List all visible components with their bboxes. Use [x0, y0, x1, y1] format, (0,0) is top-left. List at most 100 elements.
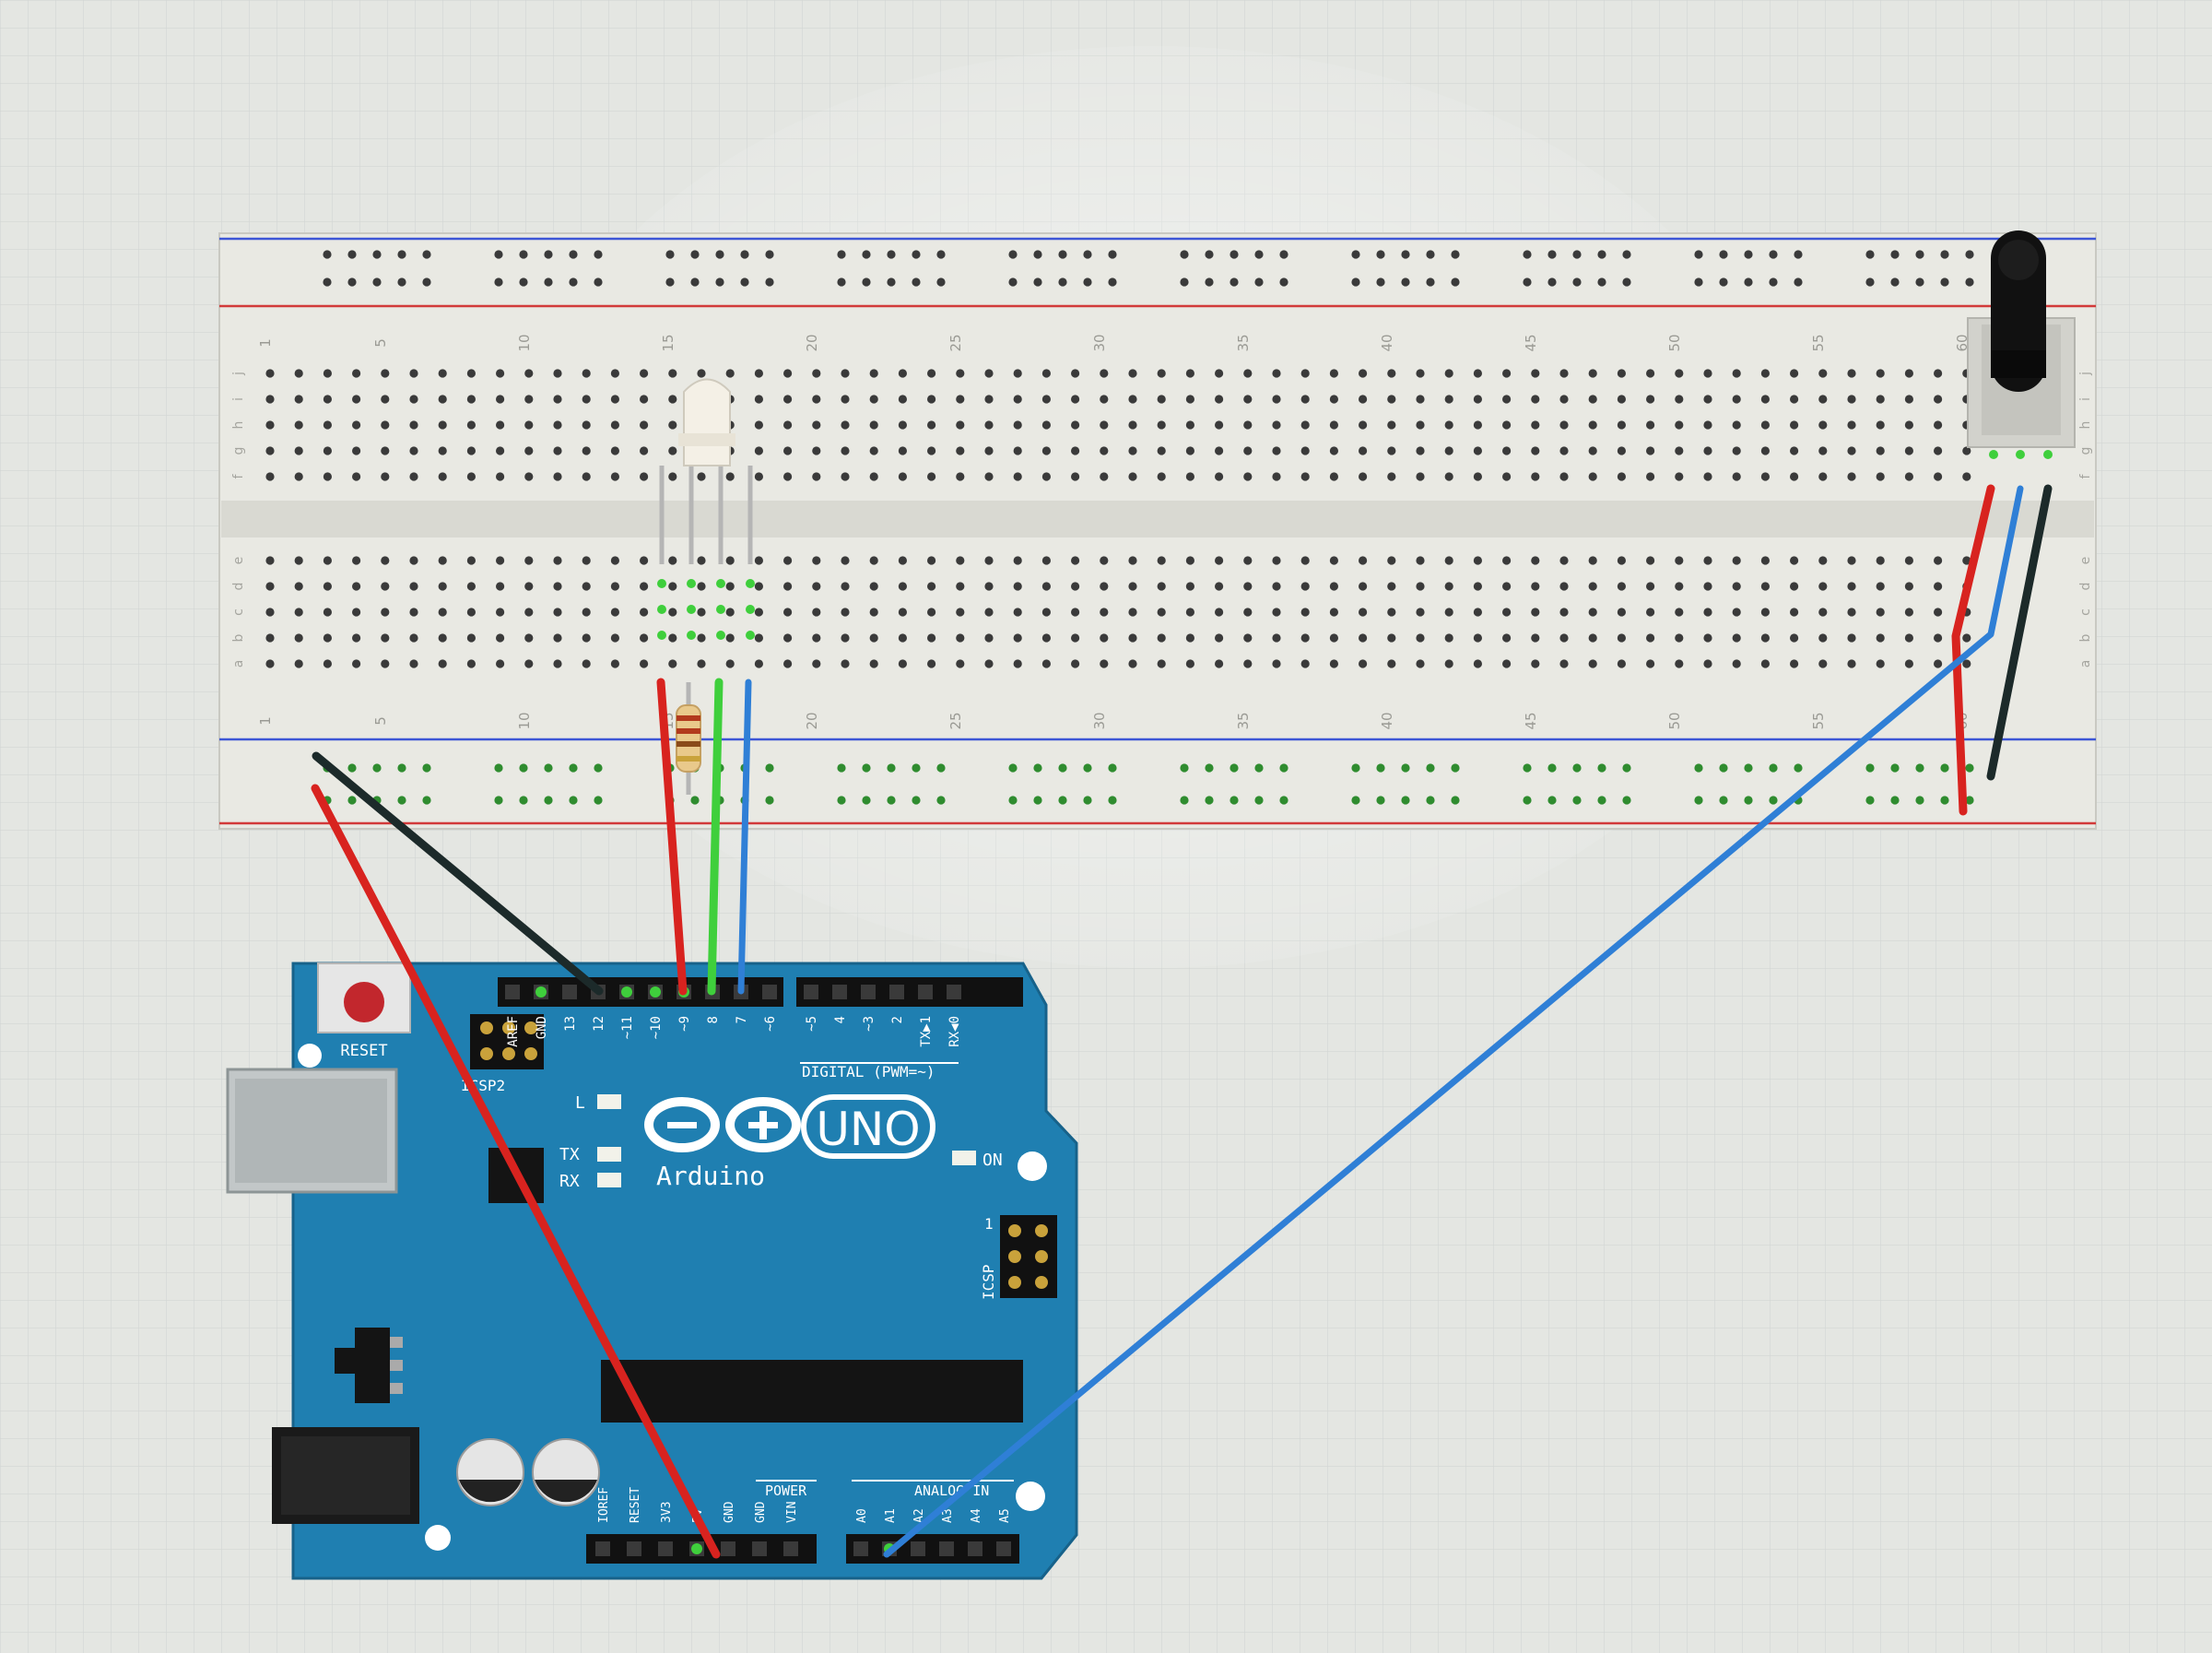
breadboard-hole — [323, 608, 332, 617]
breadboard-hole — [956, 446, 965, 455]
breadboard-hole — [1300, 556, 1310, 565]
breadboard-hole — [553, 446, 562, 455]
column-number: 5 — [372, 338, 389, 348]
rail-hole — [1769, 250, 1778, 259]
rail-hole — [422, 796, 431, 805]
breadboard-hole — [438, 395, 447, 404]
breadboard-hole — [754, 582, 764, 591]
breadboard-hole — [438, 582, 447, 591]
row-letter: e — [2078, 557, 2093, 565]
breadboard-hole — [1128, 608, 1137, 617]
rail-hole — [665, 250, 675, 259]
breadboard-hole — [1359, 582, 1368, 591]
breadboard-hole — [1100, 446, 1109, 455]
header-pin — [996, 1541, 1011, 1556]
breadboard-hole — [927, 395, 936, 404]
breadboard-hole — [1071, 472, 1080, 481]
column-number: 15 — [660, 334, 677, 351]
breadboard-hole — [1790, 369, 1799, 378]
rail-hole — [837, 250, 846, 259]
breadboard-hole — [927, 608, 936, 617]
reset-button[interactable] — [317, 962, 411, 1033]
row-letter: a — [231, 660, 246, 668]
breadboard-hole — [1272, 582, 1281, 591]
breadboard-hole — [1243, 608, 1253, 617]
breadboard-hole — [524, 369, 534, 378]
breadboard-hole — [294, 633, 303, 643]
breadboard-hole — [1675, 582, 1684, 591]
rail-hole — [936, 796, 946, 805]
breadboard-hole — [524, 446, 534, 455]
capacitor-left — [456, 1438, 524, 1506]
breadboard-hole — [725, 608, 735, 617]
breadboard-hole — [1243, 556, 1253, 565]
breadboard-hole — [1444, 472, 1453, 481]
breadboard-hole — [438, 556, 447, 565]
breadboard-hole — [1588, 633, 1597, 643]
breadboard-hole — [1100, 659, 1109, 668]
rail-hole — [1426, 277, 1435, 287]
breadboard-hole — [1041, 659, 1051, 668]
rail-hole — [1254, 277, 1264, 287]
connected-hole — [746, 579, 755, 588]
breadboard-hole — [1876, 420, 1885, 430]
breadboard-hole — [466, 582, 476, 591]
rail-hole — [1108, 250, 1117, 259]
rail-hole — [1058, 796, 1067, 805]
rail-hole — [519, 250, 528, 259]
rail-hole — [1694, 763, 1703, 773]
breadboard-hole — [754, 608, 764, 617]
wire-blue-pin9 — [737, 679, 752, 995]
breadboard-hole — [1876, 556, 1885, 565]
breadboard-hole — [1876, 472, 1885, 481]
analog-pin-label: A2 — [912, 1508, 926, 1523]
breadboard-hole — [1243, 472, 1253, 481]
breadboard-hole — [927, 556, 936, 565]
breadboard-hole — [438, 369, 447, 378]
breadboard-hole — [294, 395, 303, 404]
digital-pin-label: 12 — [592, 1016, 606, 1032]
rail-hole — [837, 796, 846, 805]
breadboard-hole — [524, 582, 534, 591]
breadboard-hole — [697, 556, 706, 565]
breadboard-hole — [668, 369, 677, 378]
rail-hole — [347, 796, 357, 805]
breadboard-hole — [496, 369, 505, 378]
breadboard-hole — [812, 659, 821, 668]
breadboard-hole — [1962, 472, 1971, 481]
breadboard-hole — [869, 659, 878, 668]
connected-hole — [716, 579, 725, 588]
breadboard-hole — [1243, 369, 1253, 378]
column-number: 55 — [1810, 334, 1827, 351]
breadboard-hole — [697, 472, 706, 481]
breadboard-hole — [1359, 446, 1368, 455]
row-letter: e — [231, 557, 246, 565]
breadboard-hole — [668, 395, 677, 404]
breadboard-hole — [1617, 608, 1626, 617]
breadboard-hole — [1904, 446, 1913, 455]
rail-hole — [837, 277, 846, 287]
breadboard-hole — [1473, 556, 1482, 565]
breadboard-hole — [1013, 472, 1022, 481]
rail-hole — [1008, 763, 1018, 773]
breadboard-hole — [1243, 446, 1253, 455]
breadboard-hole — [1646, 395, 1655, 404]
breadboard-hole — [1760, 608, 1770, 617]
breadboard-hole — [1847, 369, 1856, 378]
breadboard-hole — [1760, 369, 1770, 378]
column-number: 60 — [1954, 334, 1971, 351]
breadboard-hole — [352, 395, 361, 404]
header-pin — [911, 1541, 925, 1556]
digital-pin-label: GND — [535, 1016, 549, 1039]
breadboard-hole — [466, 420, 476, 430]
breadboard-hole — [610, 582, 620, 591]
breadboard-hole — [409, 608, 418, 617]
rail-hole — [1401, 277, 1410, 287]
breadboard-hole — [1041, 608, 1051, 617]
breadboard-hole — [783, 556, 793, 565]
breadboard-hole — [381, 369, 390, 378]
breadboard-hole — [381, 420, 390, 430]
breadboard-hole — [754, 420, 764, 430]
breadboard-hole — [984, 369, 994, 378]
